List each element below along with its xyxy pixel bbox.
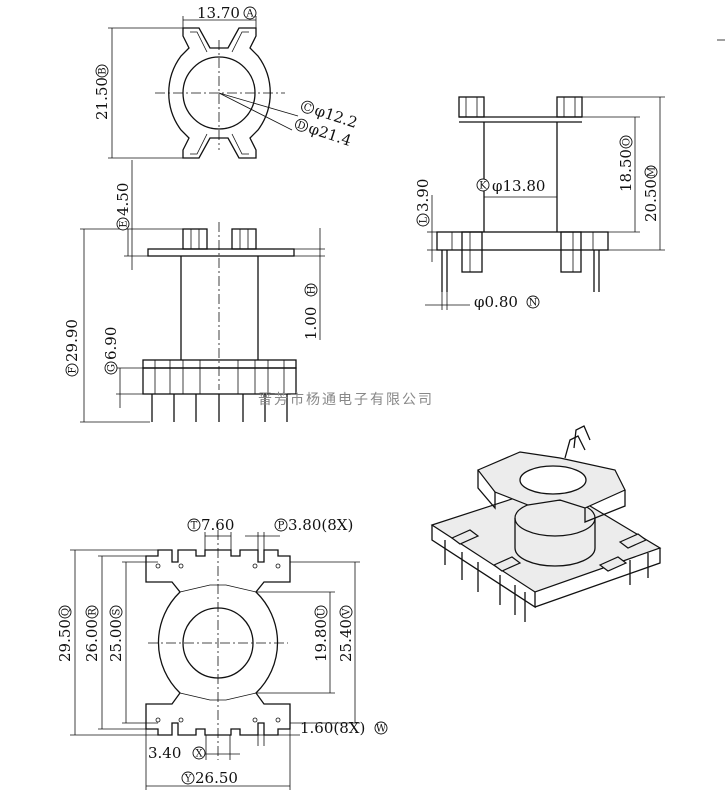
dim-f-value: 29.90 [63,319,81,362]
dim-l-letter: L [419,216,430,223]
dim-e-tag [116,217,130,231]
dim-e-value: 4.50 [114,183,132,216]
dim-a-value: 13.70 [197,4,240,22]
dim-g-tag [104,361,118,375]
dim-q-letter: Q [61,608,72,616]
dim-c-letter: C [302,102,313,115]
dim-s-value: 25.00 [107,619,125,662]
dim-f-tag [65,363,79,377]
dim-k-tag [476,178,490,192]
dim-r-value: 26.00 [83,619,101,662]
dim-h-tag [304,283,318,297]
dim-p-letter: P [278,521,285,532]
dim-o-letter: O [622,138,633,146]
side-view [425,96,665,310]
dim-m-tag [644,165,658,179]
dim-a-letter: A [245,9,254,20]
dim-g-letter: G [107,364,118,372]
dim-o-value: 18.50 [617,149,635,192]
dim-q-value: 29.50 [56,619,74,662]
dim-y-value: 26.50 [195,769,238,787]
dim-r-letter: R [88,608,99,616]
dim-t-tag [187,518,201,532]
front-view [80,160,325,423]
dim-g-value: 6.90 [102,327,120,360]
dim-p-value: 3.80(8X) [288,516,353,534]
dim-s-tag [109,605,123,619]
top-view [108,16,299,159]
dim-n-tag [526,295,540,309]
dim-y-letter: Y [184,774,192,785]
dim-w-tag [374,721,388,735]
dim-b-letter: B [98,67,109,74]
bottom-view [70,530,360,790]
dim-v-tag [339,605,353,619]
dim-a-tag [243,6,257,20]
dim-q-tag [58,605,72,619]
dim-l-tag [416,213,430,227]
dim-h-value: 1.00 [302,307,320,340]
dim-h-letter: H [307,285,318,294]
dim-b-value: 21.50 [93,77,111,120]
dim-u-tag [314,605,328,619]
dim-m-value: 20.50 [642,179,660,222]
dim-m-letter: M [647,167,658,177]
dim-u-letter: U [317,608,328,616]
dim-d-letter: D [296,120,307,133]
dim-x-letter: X [195,749,203,760]
dim-s-letter: S [112,608,123,615]
dim-o-tag [619,135,633,149]
dim-p-tag [274,518,288,532]
isometric-view [430,425,662,622]
dim-x-tag [192,746,206,760]
dim-w-value: 1.60(8X) [300,719,365,737]
dim-r-tag [85,605,99,619]
dim-v-value: 25.40 [337,619,355,662]
dim-w-letter: W [376,724,387,735]
dim-v-letter: V [342,608,353,617]
dim-b-tag [95,64,109,78]
dim-n-value: φ0.80 [474,293,518,311]
dim-t-value: 7.60 [201,516,234,534]
dim-f-letter: F [68,366,79,373]
watermark-text: 晋芳市杨通电子有限公司 [258,391,434,408]
dim-l-value: 3.90 [414,179,432,212]
dim-c-tag [301,100,314,114]
dim-x-value: 3.40 [148,744,181,762]
dim-y-tag [181,771,195,785]
dim-k-value: φ13.80 [492,177,545,195]
dim-k-letter: K [479,181,487,192]
dim-n-letter: N [529,298,538,309]
dim-e-letter: E [119,220,130,227]
dim-t-letter: T [191,521,198,532]
dim-d-tag [295,118,308,132]
dim-u-value: 19.80 [312,619,330,662]
